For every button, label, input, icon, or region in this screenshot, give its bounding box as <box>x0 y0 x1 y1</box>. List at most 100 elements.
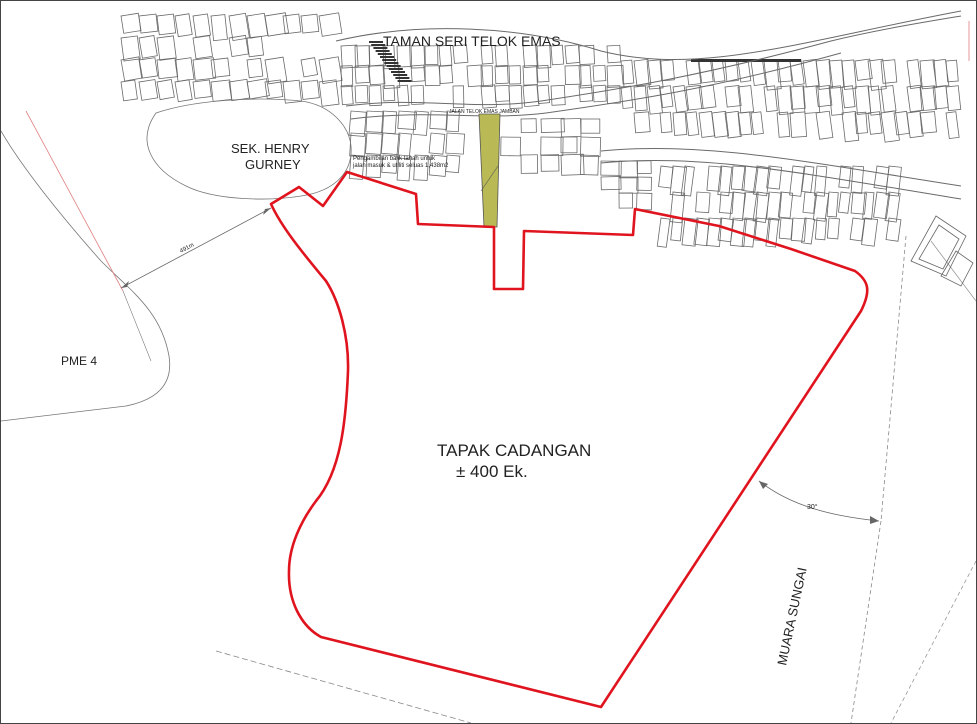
angle-arc <box>758 480 880 522</box>
lot-parcel <box>300 13 320 34</box>
note-line2: jalan masuk & utiliti seluas 1,438m2 <box>352 163 449 169</box>
lot-parcel <box>174 13 193 38</box>
lot-parcel <box>719 191 734 214</box>
lot-parcel <box>724 59 739 82</box>
lot-parcel <box>192 57 217 81</box>
lot-parcel <box>802 58 820 88</box>
lot-parcel <box>919 85 937 112</box>
lot-parcel <box>579 136 602 158</box>
river-mouth-line-4 <box>930 240 976 302</box>
lot-parcel <box>737 111 753 136</box>
lot-parcel <box>826 191 839 218</box>
lot-parcel <box>340 65 354 88</box>
lot-parcel <box>264 79 284 100</box>
lot-parcel <box>659 85 674 108</box>
lot-parcel <box>873 191 891 220</box>
lot-parcel <box>368 85 382 107</box>
lot-parcel <box>885 165 902 197</box>
lot-parcel <box>429 110 449 130</box>
lot-parcel <box>282 79 302 104</box>
lot-parcel <box>681 217 699 247</box>
lot-parcel <box>633 111 651 134</box>
lot-parcel <box>579 154 599 176</box>
lot-parcel <box>729 217 747 248</box>
lot-parcel <box>410 85 425 105</box>
lot-parcel <box>354 64 370 84</box>
lot-parcel <box>815 59 834 90</box>
lot-parcel <box>592 84 607 103</box>
lot-parcel <box>659 59 675 82</box>
lot-parcel <box>318 79 340 107</box>
lot-parcel <box>841 85 856 109</box>
lot-parcel <box>396 154 412 182</box>
service-road-edge <box>600 159 962 200</box>
lot-parcel <box>120 79 138 102</box>
lot-parcel <box>790 217 807 242</box>
lot-parcel <box>452 44 469 64</box>
lot-parcel <box>192 35 213 60</box>
lot-parcel <box>500 136 521 157</box>
lot-parcel <box>600 160 622 176</box>
service-road <box>600 147 962 187</box>
access-strip[interactable] <box>478 113 501 228</box>
housing-row <box>384 62 399 64</box>
housing-row <box>395 77 410 79</box>
lot-parcel <box>706 165 723 192</box>
lot-parcel <box>228 12 250 42</box>
lot-parcel <box>849 217 865 242</box>
school-label-line2: GURNEY <box>245 157 301 172</box>
lot-parcel <box>730 165 746 191</box>
housing-row <box>388 68 403 70</box>
lot-parcel <box>685 84 704 111</box>
lot-parcel <box>636 160 652 175</box>
lot-parcel <box>885 217 902 242</box>
reference-line-left <box>25 110 124 292</box>
lot-parcel <box>945 59 959 83</box>
lot-parcel <box>508 85 523 109</box>
site-boundary[interactable] <box>269 170 869 709</box>
lot-parcel <box>777 191 794 219</box>
lot-parcel <box>741 217 757 248</box>
lot-parcel <box>884 191 901 223</box>
lot-parcel <box>156 79 175 101</box>
school-compound-outline <box>146 98 352 200</box>
lot-parcel <box>742 191 759 221</box>
lot-parcel <box>880 85 897 113</box>
site-area-label: ± 400 Ek. <box>456 462 528 481</box>
road-marking <box>691 59 801 62</box>
housing-row <box>373 47 388 49</box>
lot-parcel <box>815 84 833 108</box>
lot-parcel <box>776 111 791 138</box>
lot-parcel <box>550 84 566 106</box>
lot-parcel <box>802 191 817 214</box>
distance-arrow-start <box>121 281 129 288</box>
lot-parcel <box>606 44 622 64</box>
lot-parcel <box>480 44 494 65</box>
lot-parcel <box>600 176 622 191</box>
housing-row <box>382 59 397 61</box>
lot-parcel <box>828 59 845 89</box>
lot-parcel <box>540 117 565 134</box>
lot-parcel <box>763 85 778 113</box>
distance-dimension-line <box>120 207 272 289</box>
lot-parcel <box>789 165 805 197</box>
lot-parcel <box>620 59 635 85</box>
lot-parcel <box>850 191 867 215</box>
lot-parcel <box>838 165 852 189</box>
bottom-reference-line <box>215 650 472 723</box>
lot-parcel <box>445 110 460 133</box>
lot-parcel <box>646 85 663 115</box>
lot-parcel <box>706 217 723 247</box>
lot-parcel <box>445 154 461 174</box>
lot-parcel <box>636 176 652 191</box>
lot-parcel <box>174 79 193 103</box>
lot-parcel <box>778 217 794 240</box>
lot-parcel <box>578 64 592 89</box>
lot-parcel <box>300 79 320 100</box>
lot-parcel <box>606 64 625 88</box>
lot-parcel <box>841 59 857 90</box>
lot-parcel <box>466 64 484 88</box>
housing-row <box>397 80 412 82</box>
lot-parcel <box>412 110 429 136</box>
